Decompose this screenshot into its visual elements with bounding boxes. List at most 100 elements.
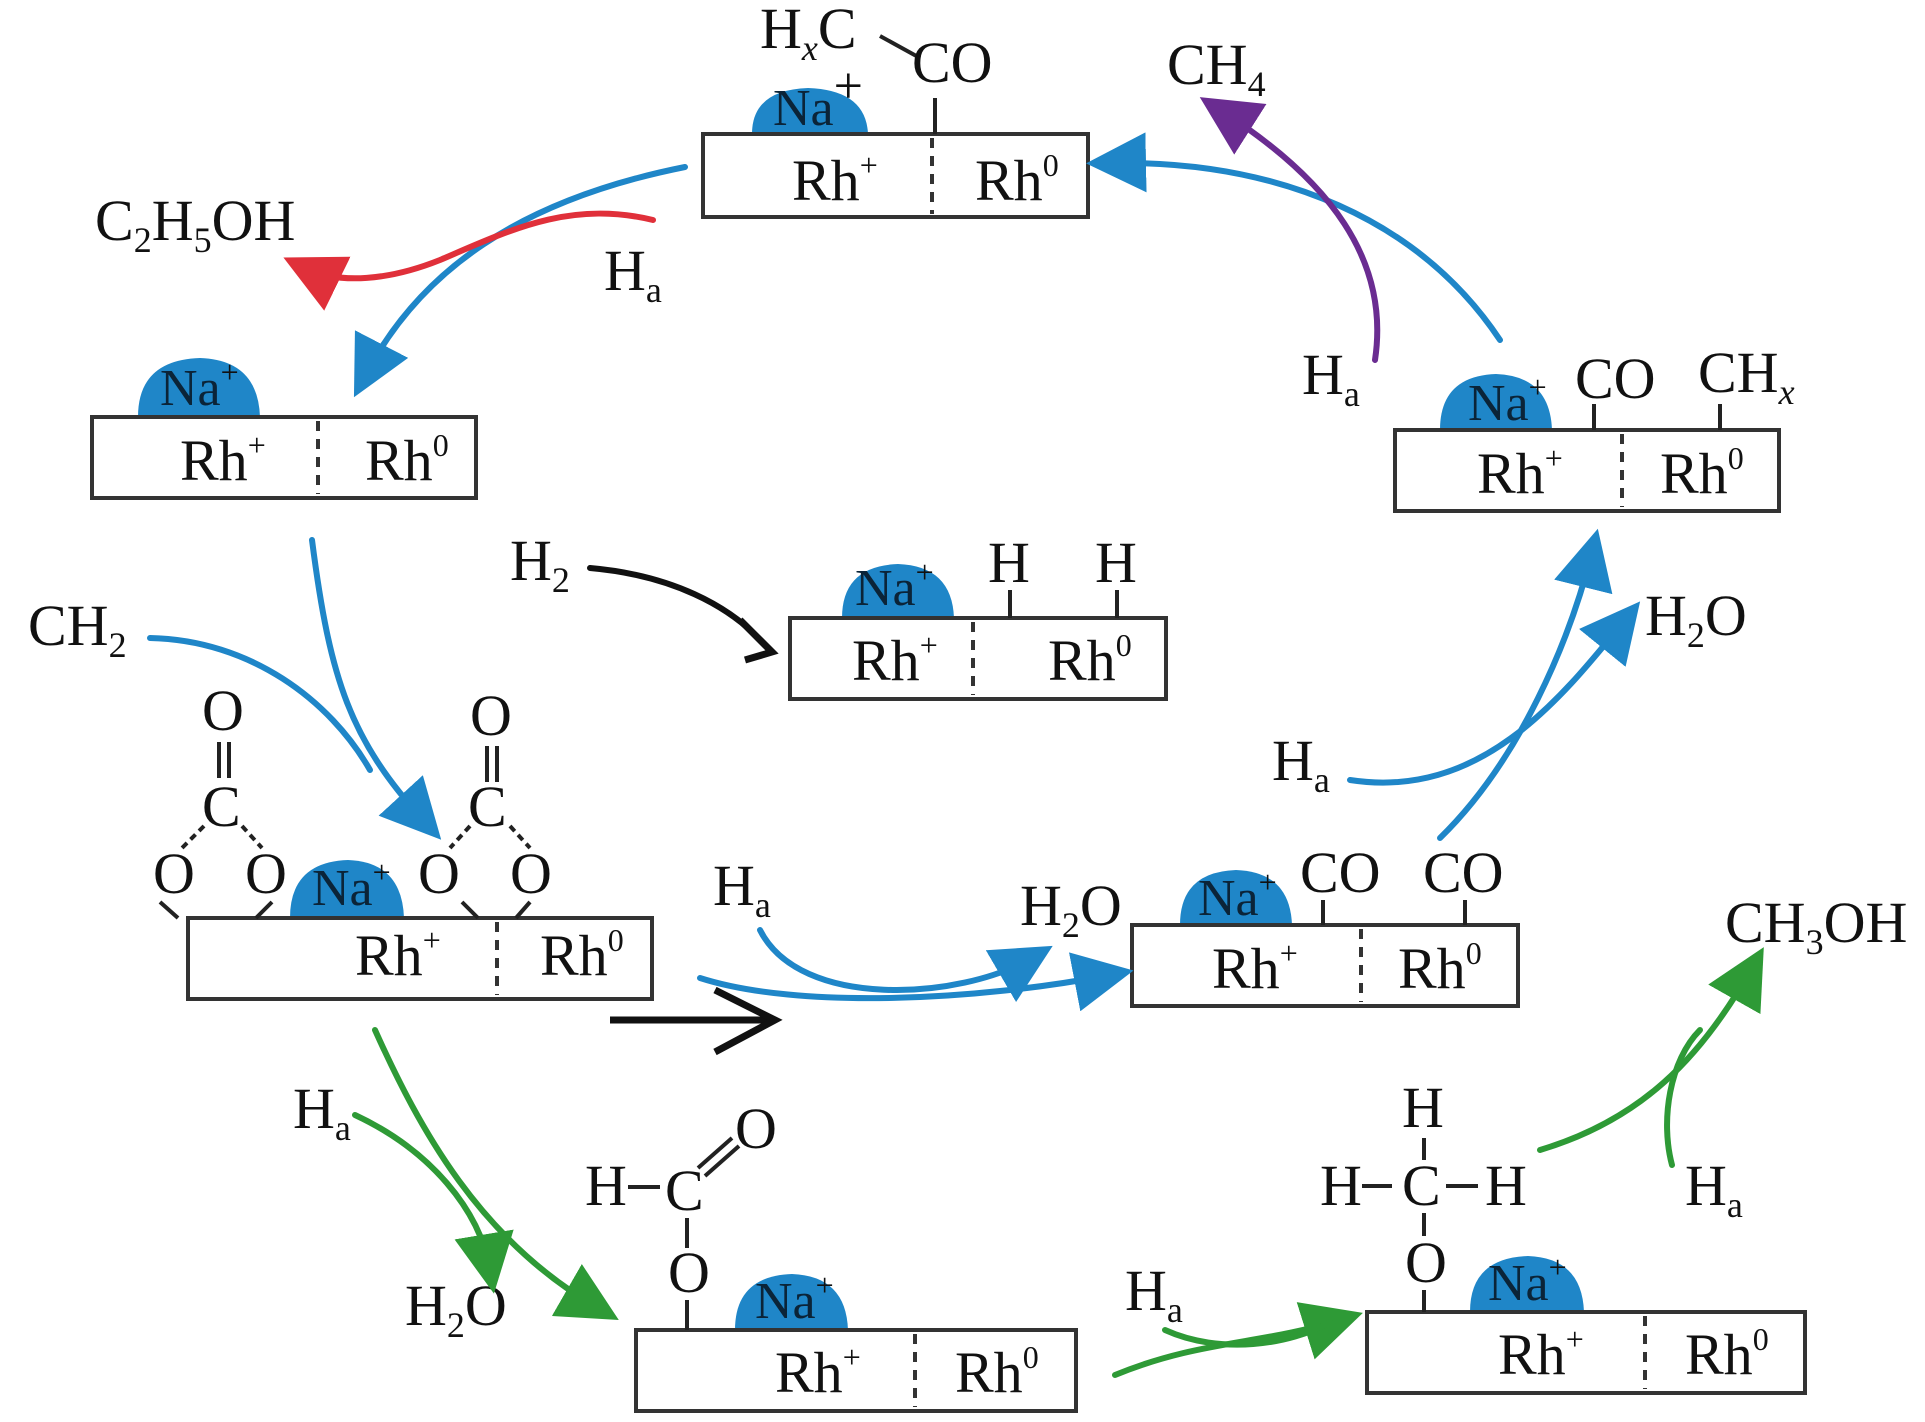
rh-plus-charge: + <box>248 427 266 463</box>
reaction-arrow <box>697 952 1134 1012</box>
ch3oh-label: CH3OH <box>1725 890 1907 962</box>
h2o-label: H2O <box>405 1273 507 1345</box>
rh-zero-charge: 0 <box>608 922 624 958</box>
hxc-carbon: C <box>818 0 857 61</box>
state-co-chx: Na+ CO CHx Rh+ Rh0 <box>1393 340 1795 513</box>
catalyst-surface <box>1393 428 1781 513</box>
rh-plus-charge: + <box>1280 935 1298 971</box>
ha-sub: a <box>1167 1290 1183 1330</box>
reaction-arrow <box>309 537 442 840</box>
water-arrow <box>352 1112 514 1294</box>
catalyst-surface <box>634 1328 1078 1413</box>
rh-plus-charge: + <box>1545 440 1563 476</box>
svg-text:Rh0: Rh0 <box>975 147 1059 213</box>
ha-h: H <box>1302 342 1344 407</box>
na-charge: + <box>1529 369 1547 405</box>
ha-label: Ha <box>1685 1153 1743 1225</box>
svg-text:Na+: Na+ <box>855 554 934 617</box>
bond-line <box>514 900 532 920</box>
catalyst-surface <box>788 616 1168 701</box>
svg-text:Rh+: Rh+ <box>775 1339 861 1405</box>
svg-text:HxC: HxC <box>760 0 857 68</box>
c2h5oh-text-2: H <box>152 188 194 253</box>
rh-plus-label: Rh <box>1477 441 1545 506</box>
svg-text:Rh0: Rh0 <box>540 922 624 988</box>
ha-label: Ha <box>293 1076 351 1148</box>
ha-sub: a <box>335 1108 351 1148</box>
h2-label: H2 <box>510 528 570 600</box>
na-label: Na <box>312 860 373 917</box>
h-atom-label: H <box>1095 530 1137 595</box>
ha-h: H <box>293 1076 335 1141</box>
ha-h: H <box>1272 728 1314 793</box>
carbon-atom: C <box>468 774 507 839</box>
catalyst-surface <box>186 916 654 1001</box>
na-site-blob <box>290 860 404 918</box>
svg-text:Na+: Na+ <box>773 58 863 137</box>
na-site-blob <box>1470 1256 1584 1312</box>
svg-text:Rh+: Rh+ <box>355 922 441 988</box>
rh-plus-charge: + <box>920 627 938 663</box>
rh-zero-label: Rh <box>975 148 1043 213</box>
svg-text:Rh+: Rh+ <box>180 427 266 493</box>
double-bond <box>696 1136 734 1170</box>
na-label: Na <box>1488 1255 1549 1312</box>
svg-text:Na+: Na+ <box>160 354 239 417</box>
rh-plus-label: Rh <box>1498 1322 1566 1387</box>
svg-text:Na+: Na+ <box>755 1267 834 1330</box>
na-charge: + <box>373 854 391 890</box>
svg-text:Rh0: Rh0 <box>1398 935 1482 1001</box>
reaction-arrow <box>1437 528 1613 841</box>
ch3oh-text-2: OH <box>1824 890 1908 955</box>
rh-plus-label: Rh <box>1212 936 1280 1001</box>
ch2-text: CH <box>28 593 109 658</box>
na-charge: + <box>1259 864 1277 900</box>
oxygen-atom: O <box>245 841 287 906</box>
rh-zero-charge: 0 <box>1043 147 1059 183</box>
bond-line <box>879 34 921 60</box>
na-site-blob <box>138 358 260 417</box>
c2h5oh-label: C2H5OH <box>95 188 295 260</box>
na-site-blob <box>752 88 868 134</box>
rh-zero-label: Rh <box>955 1340 1023 1405</box>
ha-h: H <box>604 238 646 303</box>
chx-text: CH <box>1698 340 1779 405</box>
h-atom-label: H <box>585 1153 627 1218</box>
h-atom-label: H <box>1402 1075 1444 1140</box>
hxc-label: H <box>760 0 802 61</box>
rh-zero-charge: 0 <box>1116 627 1132 663</box>
catalyst-surface <box>1130 923 1520 1008</box>
co-label: CO <box>1575 346 1656 411</box>
rh-zero-label: Rh <box>365 428 433 493</box>
reactant-arrow <box>147 635 373 773</box>
na-label: Na <box>855 560 916 617</box>
methane-arrow <box>1199 97 1381 363</box>
bond-line <box>254 900 274 920</box>
c2h5oh-sub-1: 2 <box>134 220 152 260</box>
c2h5oh-sub-2: 5 <box>194 220 212 260</box>
bond-line <box>158 900 180 920</box>
h2o-label: H2O <box>1020 873 1122 945</box>
state-hydrogen-adsorbed: Na+ H H Rh+ Rh0 <box>788 530 1168 701</box>
ha-sub: a <box>755 885 771 925</box>
carbon-atom: C <box>202 774 241 839</box>
oxygen-atom: O <box>153 841 195 906</box>
h2o-h: H <box>1020 873 1062 938</box>
reactant-arrow <box>1162 1319 1333 1348</box>
na-site-blob <box>1180 870 1292 925</box>
bond-line <box>460 900 480 920</box>
rh-plus-label: Rh <box>180 428 248 493</box>
rh-plus-charge: + <box>423 922 441 958</box>
ch4-text: CH <box>1167 32 1248 97</box>
reaction-arrow <box>1112 1302 1363 1378</box>
co-label: CO <box>1300 840 1381 905</box>
partial-bond <box>448 824 472 850</box>
carbon-atom: C <box>665 1158 704 1223</box>
h2o-label: H2O <box>1645 583 1747 655</box>
svg-text:Na+: Na+ <box>1468 369 1547 432</box>
h2-text: H <box>510 528 552 593</box>
ha-sub: a <box>1314 760 1330 800</box>
ha-h: H <box>713 853 755 918</box>
chx-subscript: x <box>1778 372 1795 412</box>
